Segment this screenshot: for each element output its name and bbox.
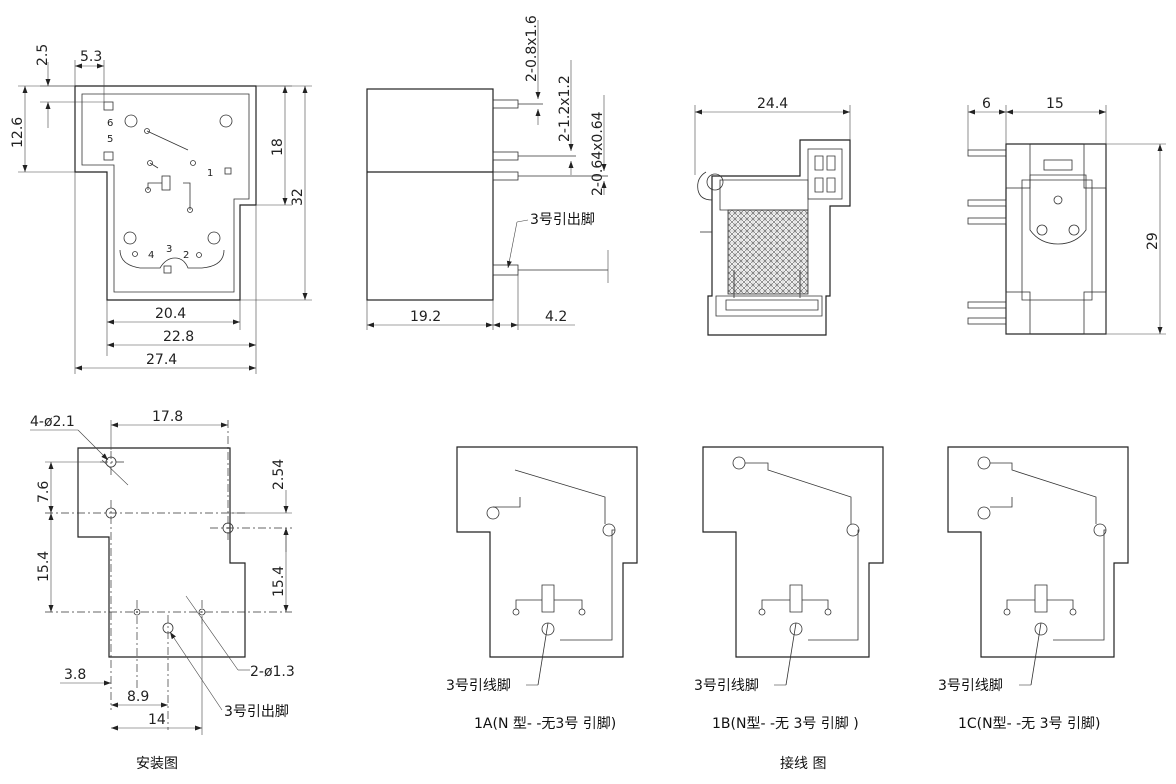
wiring-diagram-1b: 3号引线脚 1B(N型- -无 3号 引脚 ) xyxy=(694,446,884,732)
dim-6: 6 xyxy=(982,96,991,112)
wiring-diagram-1a: 3号引线脚 1A(N 型- -无3号 引脚) xyxy=(446,446,638,732)
dim-17-8: 17.8 xyxy=(152,409,183,425)
dim-5-3: 5.3 xyxy=(80,49,102,65)
dim-27-4: 27.4 xyxy=(146,352,177,368)
wiring-1b-caption: 1B(N型- -无 3号 引脚 ) xyxy=(712,716,859,732)
dim-3-8: 3.8 xyxy=(64,667,86,683)
dim-15: 15 xyxy=(1046,96,1064,112)
wiring-1a-caption: 1A(N 型- -无3号 引脚) xyxy=(474,716,616,732)
dim-7-6: 7.6 xyxy=(36,481,52,503)
wiring-diagram-1c: 3号引线脚 1C(N型- -无 3号 引脚) xyxy=(938,446,1129,732)
dim-15-4-right: 15.4 xyxy=(271,566,287,597)
dim-24-4: 24.4 xyxy=(757,96,788,112)
dim-14: 14 xyxy=(148,712,166,728)
mounting-view: 4-ø2.1 17.8 2.54 7.6 15.4 15.4 3.8 xyxy=(30,409,295,772)
front-view: 24.4 xyxy=(694,96,851,336)
dim-20-4: 20.4 xyxy=(155,306,186,322)
dim-2-54: 2.54 xyxy=(271,459,287,490)
pin-label-1: 1 xyxy=(207,168,213,179)
pin-label-5: 5 xyxy=(107,134,113,145)
pin-label-2: 2 xyxy=(183,250,189,261)
dim-15-4-left: 15.4 xyxy=(36,551,52,582)
wiring-1c-caption: 1C(N型- -无 3号 引脚) xyxy=(958,716,1100,732)
dim-pin-0-64x0-64: 2-0.64x0.64 xyxy=(590,111,606,196)
dim-holes-big: 4-ø2.1 xyxy=(30,414,75,430)
end-view-outline xyxy=(967,143,1107,335)
dim-29: 29 xyxy=(1145,232,1161,250)
mounting-outline xyxy=(45,420,292,730)
dim-18: 18 xyxy=(270,138,286,156)
dim-pin-1-2x1-2: 2-1.2x1.2 xyxy=(557,75,573,142)
pin-label-4: 4 xyxy=(148,250,154,261)
mounting-dimensions: 4-ø2.1 17.8 2.54 7.6 15.4 15.4 3.8 xyxy=(30,409,295,735)
pin-label-6: 6 xyxy=(107,118,113,129)
top-view-dimensions: 2.5 5.3 12.6 18 32 xyxy=(10,44,312,374)
end-view: 6 15 29 xyxy=(967,96,1166,335)
dim-8-9: 8.9 xyxy=(127,689,149,705)
top-view-outline xyxy=(74,85,257,301)
wiring-1b-pin3-label: 3号引线脚 xyxy=(694,678,759,694)
top-view: 6 5 1 4 3 2 2.5 5.3 12.6 xyxy=(10,44,312,374)
front-view-outline xyxy=(697,139,851,336)
side-view: 2-0.8x1.6 2-1.2x1.2 2-0.64x0.64 3号引出脚 19… xyxy=(366,15,609,330)
wiring-1c-pin3-label: 3号引线脚 xyxy=(938,678,1003,694)
dim-22-8: 22.8 xyxy=(163,329,194,345)
dim-2-5: 2.5 xyxy=(35,44,51,66)
wiring-caption: 接线 图 xyxy=(780,755,826,772)
side-pin3-label: 3号引出脚 xyxy=(530,212,595,228)
dim-4-2: 4.2 xyxy=(545,309,567,325)
dim-32: 32 xyxy=(290,188,306,206)
wiring-1a-pin3-label: 3号引线脚 xyxy=(446,678,511,694)
dim-12-6: 12.6 xyxy=(10,117,26,148)
side-view-outline xyxy=(366,88,608,301)
dim-holes-small: 2-ø1.3 xyxy=(250,664,295,680)
side-view-dimensions: 2-0.8x1.6 2-1.2x1.2 2-0.64x0.64 3号引出脚 19… xyxy=(366,15,609,330)
dim-19-2: 19.2 xyxy=(410,309,441,325)
end-view-dimensions: 6 15 29 xyxy=(967,96,1166,335)
front-view-dimensions: 24.4 xyxy=(694,96,851,175)
pin-label-3: 3 xyxy=(166,244,172,255)
dim-pin-0-8x1-6: 2-0.8x1.6 xyxy=(524,15,540,82)
mounting-caption: 安装图 xyxy=(136,756,178,772)
mounting-pin3-label: 3号引出脚 xyxy=(224,704,289,720)
top-view-pin-labels: 6 5 1 4 3 2 xyxy=(107,118,213,261)
